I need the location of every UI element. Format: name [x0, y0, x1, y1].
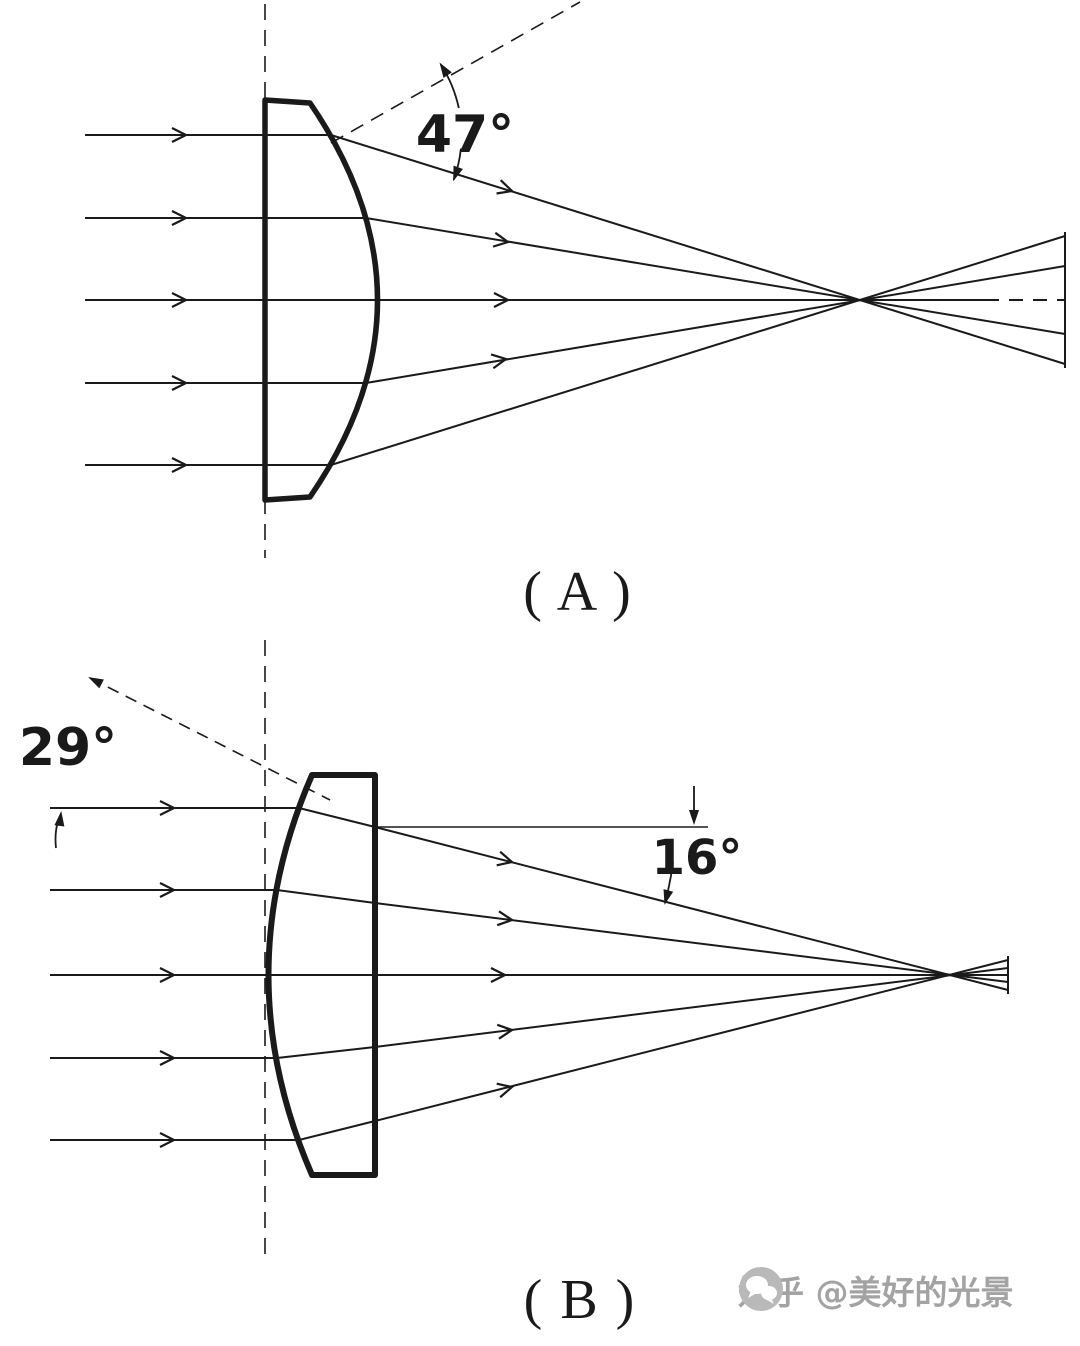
ray: [50, 889, 1009, 983]
watermark: 知乎 @美好的光景: [738, 1266, 1014, 1314]
refracted-arrowheads-a: [489, 179, 516, 370]
ray: [85, 134, 1066, 365]
ray: [85, 265, 1066, 384]
angle-label-29: 29°: [19, 718, 117, 778]
caption-a: ( A ): [523, 561, 633, 623]
bubble-small: [761, 1286, 777, 1300]
deviation-dashed-line-b: [89, 677, 331, 801]
deviation-dashed-line-a: [330, 1, 581, 144]
arc-arrowhead-icon: [447, 165, 464, 184]
ray: [50, 807, 1009, 991]
rays-b: [50, 807, 1009, 1141]
ray: [50, 967, 1009, 1059]
diagram-a: 47° ( A ): [85, 1, 1066, 623]
angle-label-16: 16°: [652, 830, 743, 886]
bubble-tail: [748, 1291, 757, 1298]
caption-b: ( B ): [524, 1269, 637, 1331]
arc-arrowhead-icon: [688, 809, 700, 826]
rays-a: [85, 134, 1066, 466]
angle-annotation-29: [53, 672, 331, 849]
angle-annotation-16: [375, 786, 708, 907]
ray: [85, 235, 1066, 466]
angle-label-47: 47°: [416, 105, 514, 165]
diagram-b: 29° 16° ( B ): [19, 640, 1009, 1331]
bubble-tail-2: [765, 1298, 774, 1304]
arc-arrowhead-icon: [85, 672, 105, 689]
ray: [85, 217, 1066, 335]
ray: [50, 959, 1009, 1141]
arc-arrowhead-icon: [53, 809, 67, 828]
angle-annotation-47: [330, 1, 581, 184]
arc-arrowhead-icon: [434, 59, 453, 79]
watermark-text: 知乎 @美好的光景: [738, 1273, 1014, 1312]
chat-bubbles-icon: [739, 1267, 783, 1311]
